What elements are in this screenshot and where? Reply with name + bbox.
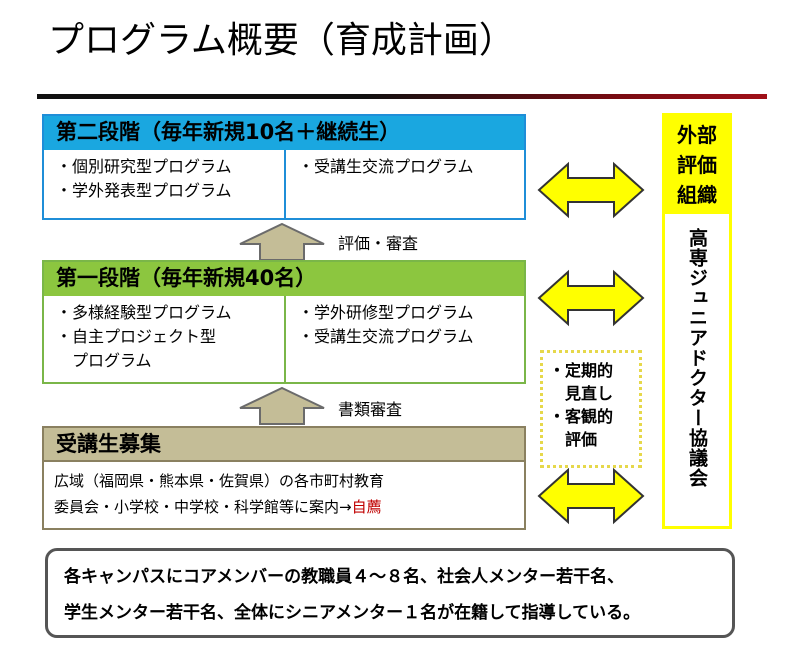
up-arrow-upper — [239, 222, 325, 261]
review-note-item: ・定期的 — [549, 361, 614, 380]
stage1-box: 第一段階（毎年新規40名） ・多様経験型プログラム ・自主プロジェクト型 プログ… — [42, 260, 526, 384]
stage2-right-cell: ・受講生交流プログラム — [286, 150, 524, 218]
stage1-item: ・自主プロジェクト型 — [56, 327, 217, 346]
recruit-line1: 広域（福岡県・熊本県・佐賀県）の各市町村教育 — [54, 472, 385, 490]
double-arrow-stage2 — [537, 161, 645, 219]
footer-note-box — [45, 548, 735, 638]
up-arrow-lower — [239, 386, 325, 425]
external-eval-body: 高専ジュニアドクター協議会 — [686, 228, 708, 488]
recruit-body: 広域（福岡県・熊本県・佐賀県）の各市町村教育 委員会・小学校・中学校・科学館等に… — [44, 464, 524, 528]
recruit-highlight: 自薦 — [351, 498, 382, 516]
arrow-upper-label: 評価・審査 — [338, 234, 419, 253]
page-title: プログラム概要（育成計画） — [48, 20, 515, 61]
review-note-item: 見直し — [549, 384, 614, 403]
external-eval-box: 外部 評価 組織 高専ジュニアドクター協議会 — [662, 113, 732, 529]
stage2-box: 第二段階（毎年新規10名＋継続生） ・個別研究型プログラム ・学外発表型プログラ… — [42, 114, 526, 220]
recruit-line2: 委員会・小学校・中学校・科学館等に案内→自薦 — [54, 494, 524, 520]
stage2-item: ・受講生交流プログラム — [298, 157, 474, 176]
title-divider — [37, 94, 767, 99]
stage1-item: ・受講生交流プログラム — [298, 327, 474, 346]
stage1-right-cell: ・学外研修型プログラム ・受講生交流プログラム — [286, 296, 524, 382]
external-header-line: 外部 — [677, 123, 717, 147]
stage1-header: 第一段階（毎年新規40名） — [44, 262, 524, 296]
review-note-box: ・定期的 見直し ・客観的 評価 — [540, 350, 642, 468]
external-header-line: 組織 — [677, 183, 717, 207]
stage2-header: 第二段階（毎年新規10名＋継続生） — [44, 116, 524, 150]
footer-line: 学生メンター若干名、全体にシニアメンター１名が在籍して指導している。 — [64, 603, 641, 623]
arrow-lower-label: 書類審査 — [338, 400, 403, 419]
footer-line: 各キャンパスにコアメンバーの教職員４～８名、社会人メンター若干名、 — [64, 567, 625, 587]
recruit-line2-text: 委員会・小学校・中学校・科学館等に案内→ — [54, 498, 352, 516]
double-arrow-stage1 — [537, 269, 645, 327]
stage2-item: ・個別研究型プログラム — [56, 157, 232, 176]
stage2-left-cell: ・個別研究型プログラム ・学外発表型プログラム — [44, 150, 286, 218]
review-note-item: 評価 — [549, 430, 598, 449]
stage1-item: プログラム — [56, 351, 152, 370]
recruit-box: 受講生募集 広域（福岡県・熊本県・佐賀県）の各市町村教育 委員会・小学校・中学校… — [42, 426, 526, 530]
stage1-item: ・多様経験型プログラム — [56, 303, 232, 322]
review-note-item: ・客観的 — [549, 407, 614, 426]
external-header-line: 評価 — [677, 153, 717, 177]
external-eval-header: 外部 評価 組織 — [665, 116, 729, 214]
stage2-item: ・学外発表型プログラム — [56, 181, 232, 200]
stage1-item: ・学外研修型プログラム — [298, 303, 474, 322]
double-arrow-recruit — [537, 467, 645, 525]
recruit-header: 受講生募集 — [44, 428, 524, 462]
stage1-left-cell: ・多様経験型プログラム ・自主プロジェクト型 プログラム — [44, 296, 286, 382]
